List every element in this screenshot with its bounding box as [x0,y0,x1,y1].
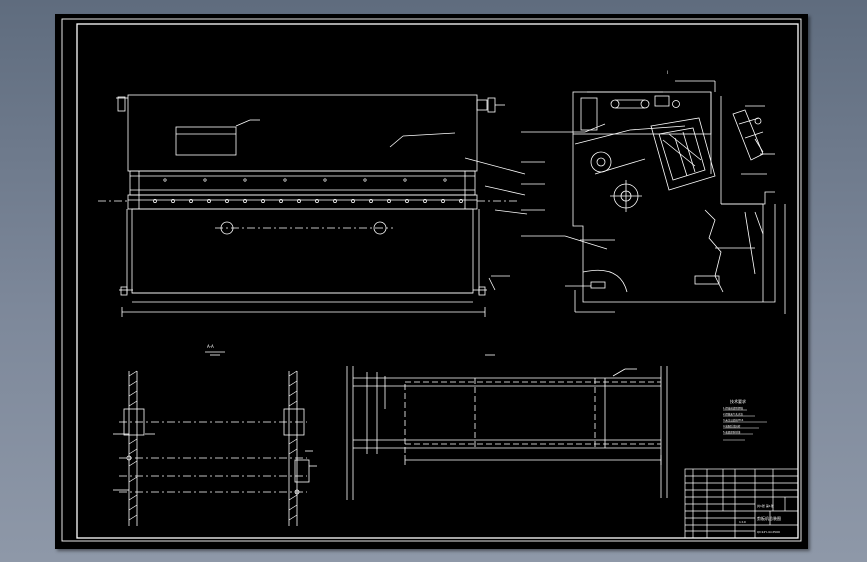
title-block-scale: 1:10 [739,520,746,524]
title-block-sheet: 共1张 第1张 [757,503,774,508]
tech-requirements-lines [723,409,767,441]
inner-border [76,23,799,539]
tech-requirement-5: 5.表面涂防锈漆 [723,430,741,434]
section-label: A-A [207,344,214,349]
tech-requirement-1: 1.焊接前清除焊缝 [723,406,743,410]
outer-border [61,18,802,542]
tech-requirement-2: 2.焊缝无气孔夹渣 [723,412,743,416]
tech-requirement-4: 4.装配后试运转 [723,424,741,428]
drawing-sheet[interactable]: A-A I 技术要求 1.焊接前清除焊缝 2.焊缝无气孔夹渣 3.未注公差按IT… [55,14,808,549]
title-block-drawing-no: QC12Y-4×2500 [757,530,780,534]
front-view [98,94,528,317]
frame-label: I [667,70,668,75]
leader-callouts [521,123,608,250]
drawing-canvas: A-A I 技术要求 1.焊接前清除焊缝 2.焊缝无气孔夹渣 3.未注公差按IT… [61,18,802,542]
title-block-title: 剪板机总装图 [757,515,781,521]
side-view [565,80,786,314]
front-view-bolt-row [153,178,463,203]
tech-requirement-3: 3.未注公差按IT14 [723,418,744,422]
detail-view-middle [346,354,668,500]
detail-view-left [113,351,317,526]
title-block-grid [684,468,799,539]
tech-requirements-title: 技术要求 [730,398,746,404]
detail-view-hatching [128,370,298,521]
